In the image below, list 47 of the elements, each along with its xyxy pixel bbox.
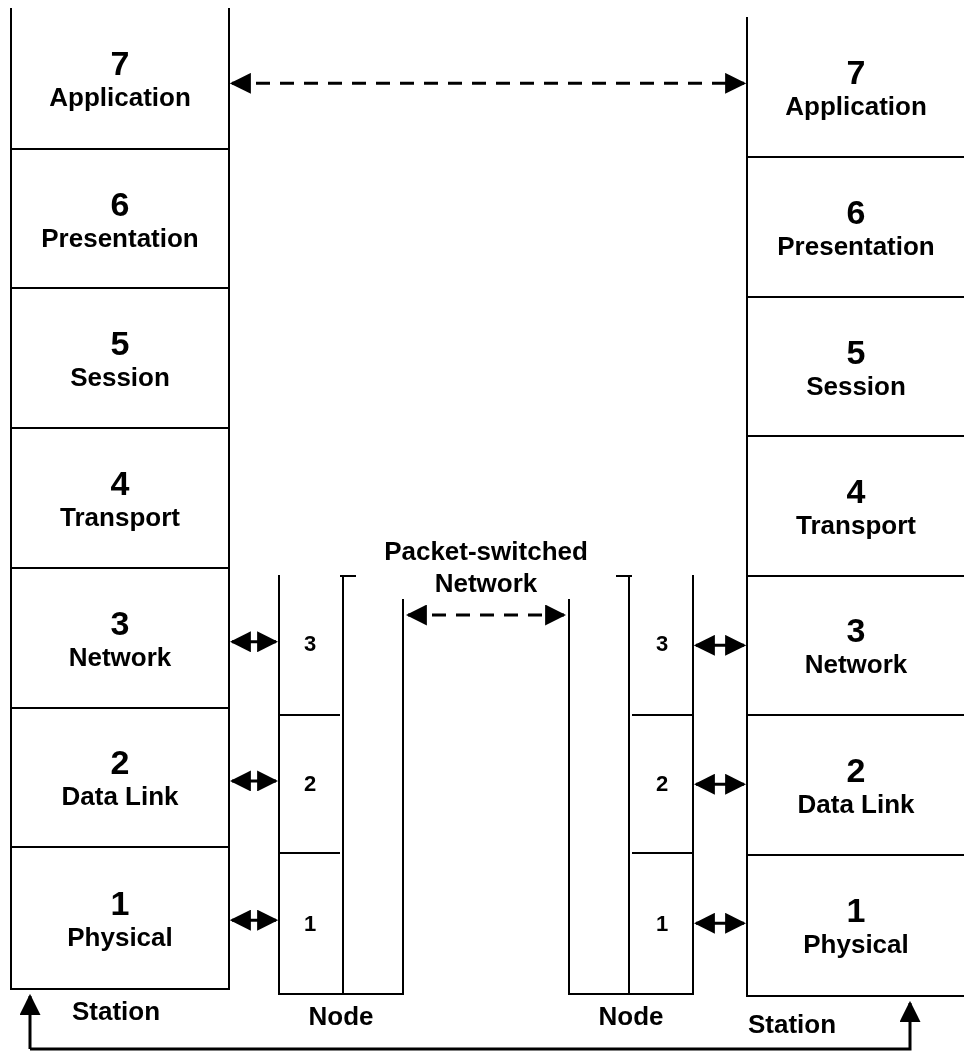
layer-number: 3 [110, 603, 130, 642]
layer-number: 7 [110, 43, 130, 82]
layer-number: 6 [846, 193, 866, 232]
layer-number: 2 [655, 771, 669, 797]
layer-number: 1 [846, 891, 866, 930]
layer-number: 6 [110, 184, 130, 223]
layer-number: 3 [303, 631, 317, 658]
arrow [693, 773, 747, 795]
layer-name: Data Link [61, 781, 179, 812]
layer-number: 5 [110, 324, 130, 363]
dashed-arrow [405, 604, 567, 626]
layer-number: 2 [110, 743, 130, 782]
column-heading: Station [72, 996, 161, 1027]
connector-arrow [19, 993, 921, 1051]
arrow [229, 770, 279, 792]
layer-number: 7 [846, 52, 866, 91]
layer-name: Network [68, 641, 172, 672]
layer-number: 1 [303, 910, 317, 937]
layer-number: 3 [846, 611, 866, 650]
column-heading: Station [748, 1009, 837, 1040]
layer-number: 2 [303, 771, 317, 797]
layer-name: Transport [796, 510, 916, 540]
layer-name: Physical [803, 929, 909, 960]
layer-name: Application [49, 81, 191, 112]
layer-name: Presentation [777, 231, 935, 262]
layer-name: Session [806, 370, 906, 401]
arrow [693, 634, 747, 656]
dashed-arrow [229, 72, 747, 94]
layer-name: Network [804, 649, 908, 680]
layer-number: 4 [110, 464, 130, 502]
layer-number: 5 [846, 332, 866, 371]
arrow [229, 631, 279, 653]
layer-name: Session [70, 362, 170, 393]
layer-number: 3 [655, 631, 669, 658]
arrow [229, 909, 279, 931]
arrow [693, 912, 747, 934]
layer-number: 1 [655, 910, 669, 937]
layer-name: Transport [60, 502, 180, 532]
layer-name: Physical [67, 922, 173, 953]
layer-number: 4 [846, 472, 866, 510]
layer-name: Application [785, 90, 927, 121]
layer-number: 1 [110, 884, 130, 923]
column-heading: Node [307, 1001, 375, 1032]
layer-name: Data Link [797, 788, 915, 819]
column-heading: Node [597, 1001, 665, 1032]
layer-number: 2 [846, 750, 866, 789]
layer-name: Presentation [41, 222, 199, 253]
